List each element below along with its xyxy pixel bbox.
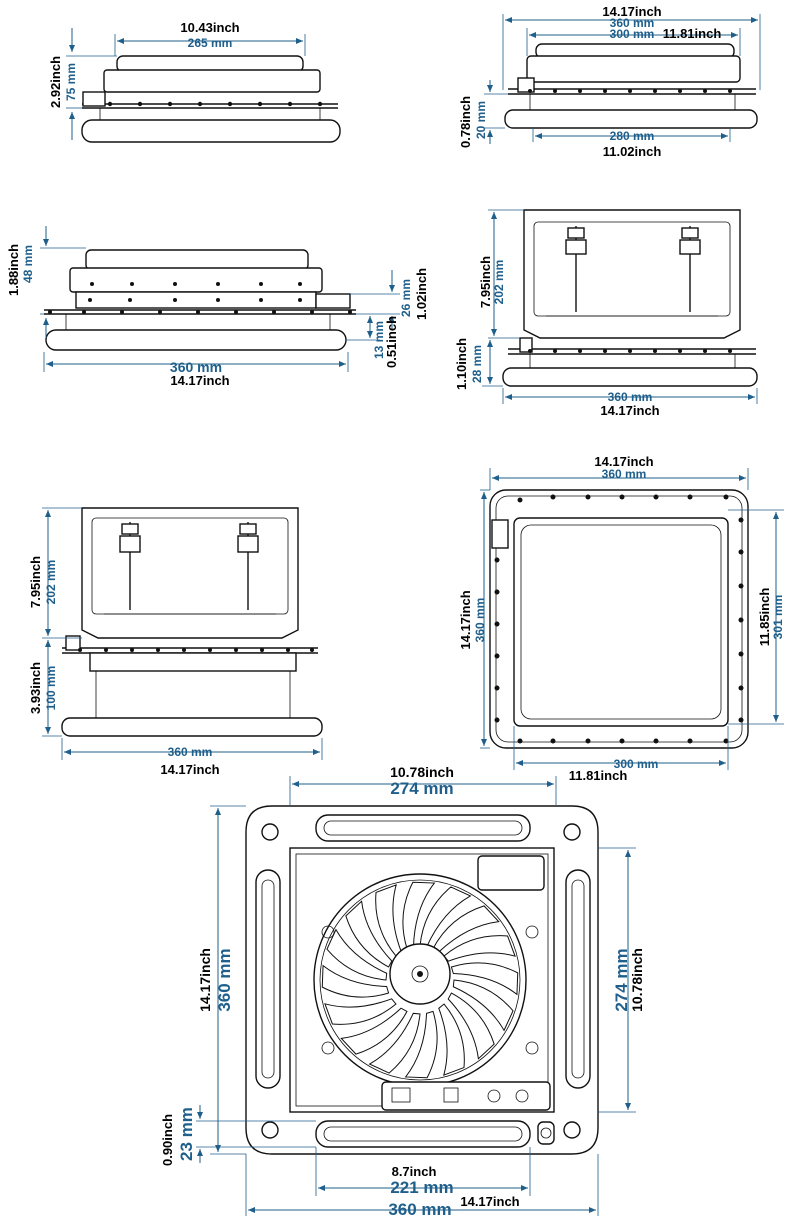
v6-height-mm: 360 mm: [473, 598, 487, 643]
fan-blade: [321, 964, 390, 998]
v2-inner-mm: 300 mm: [610, 27, 655, 41]
v4-base-mm: 28 mm: [470, 345, 484, 383]
v3-small-in: 0.51inch: [384, 316, 399, 368]
v4-width-in: 14.17inch: [600, 403, 659, 418]
v7-total-in: 14.17inch: [460, 1194, 519, 1209]
v1-height-mm: 75 mm: [64, 63, 78, 101]
v6-bottom-in: 11.81inch: [569, 768, 628, 783]
fan-blade: [345, 900, 393, 968]
front-view-closed: 10.43inch 265 mm 2.92inch 75 mm: [48, 20, 341, 143]
fan-blade: [447, 992, 495, 1060]
v7-right-in: 10.78inch: [629, 948, 645, 1012]
fan-blade: [368, 1012, 421, 1074]
v7-total-mm: 360 mm: [388, 1200, 451, 1218]
v2-total-mm: 360 mm: [610, 16, 655, 30]
v3-small-mm: 13 mm: [372, 321, 386, 359]
v7-left-mm: 360 mm: [215, 948, 234, 1011]
v3-width-mm: 360 mm: [170, 359, 222, 375]
fan-blade: [438, 1003, 465, 1076]
v7-corner-in: 0.90inch: [160, 1114, 175, 1166]
v3-height-mm: 48 mm: [21, 245, 35, 283]
v2-flange-mm: 20 mm: [474, 101, 488, 139]
v5-height-in: 7.95inch: [28, 556, 43, 608]
fan-blade: [404, 1010, 438, 1079]
fan-blade: [419, 886, 472, 948]
bottom-view-fan: 10.78inch 274 mm 14.17inch 360 mm 274 mm…: [160, 764, 645, 1219]
v4-base-in: 1.10inch: [454, 338, 469, 390]
front-view-detail: 1.88inch 48 mm 26 mm 1.02inch 13 mm 0.51…: [6, 226, 429, 388]
v4-width-mm: 360 mm: [608, 390, 653, 404]
v5-base-in: 3.93inch: [28, 662, 43, 714]
v7-slot-in: 8.7inch: [392, 1164, 437, 1179]
fan-blade: [402, 881, 436, 950]
v3-right-mm: 26 mm: [399, 279, 413, 317]
fan-blade: [375, 884, 402, 957]
v3-right-in: 1.02inch: [414, 268, 429, 320]
side-view-open-with-frame: 7.95inch 202 mm 3.93inch 100 mm 360 mm 1…: [28, 507, 323, 777]
side-view-open: 7.95inch 202 mm 1.10inch 28 mm 360 mm 14…: [454, 209, 758, 418]
v6-right-in: 11.85inch: [757, 588, 772, 647]
v4-height-in: 7.95inch: [478, 256, 493, 308]
fan-blade: [443, 935, 516, 962]
v5-height-mm: 202 mm: [44, 560, 58, 605]
v4-height-mm: 202 mm: [492, 260, 506, 305]
fan-blade: [326, 928, 388, 981]
side-view-closed: 14.17inch 360 mm 300 mm 11.81inch 280 mm…: [458, 4, 761, 159]
v7-top-in: 10.78inch: [390, 764, 454, 780]
v7-left-in: 14.17inch: [197, 948, 213, 1012]
fan-blade: [340, 1007, 408, 1055]
v7-corner-mm: 23 mm: [177, 1107, 196, 1161]
v6-bottom-mm: 300 mm: [614, 757, 659, 771]
v5-base-mm: 100 mm: [44, 666, 58, 711]
v2-flange-in: 0.78inch: [458, 96, 473, 148]
v7-slot-mm: 221 mm: [390, 1178, 453, 1197]
v6-width-in: 14.17inch: [594, 454, 653, 469]
v3-width-in: 14.17inch: [170, 373, 229, 388]
v2-inner-in: 11.81inch: [663, 26, 722, 41]
fan-blade: [432, 905, 500, 953]
fan-blade: [452, 979, 514, 1032]
v2-base-mm: 280 mm: [610, 129, 655, 143]
v1-width-in: 10.43inch: [180, 20, 239, 35]
v2-base-in: 11.02inch: [603, 144, 662, 159]
v5-width-in: 14.17inch: [160, 762, 219, 777]
v7-right-mm: 274 mm: [612, 948, 631, 1011]
v5-width-mm: 360 mm: [168, 745, 213, 759]
v3-height-in: 1.88inch: [6, 244, 21, 296]
v1-height-in: 2.92inch: [48, 56, 63, 108]
v7-top-mm: 274 mm: [390, 779, 453, 798]
top-view: 14.17inch 360 mm 14.17inch 360 mm 11.85i…: [458, 454, 785, 783]
v1-width-mm: 265 mm: [188, 36, 233, 50]
fan-blade: [450, 962, 519, 996]
fan-blade: [324, 998, 397, 1025]
v6-width-mm: 360 mm: [602, 467, 647, 481]
v6-height-in: 14.17inch: [458, 590, 473, 649]
v6-right-mm: 301 mm: [771, 595, 785, 640]
v2-total-in: 14.17inch: [602, 4, 661, 19]
